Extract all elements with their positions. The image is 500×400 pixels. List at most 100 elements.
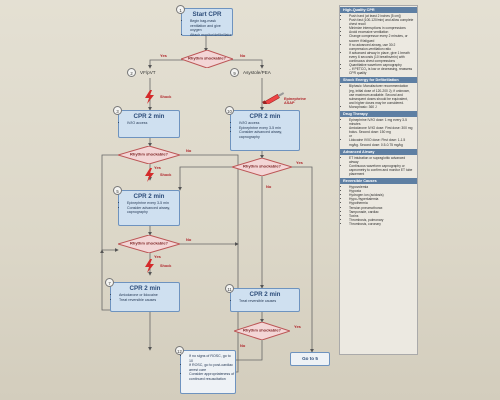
cpr-box-10: CPR 2 min IV/IO access Epinephrine every…: [230, 110, 300, 151]
panel-line: Monophasic: 360 J: [349, 105, 414, 109]
rhythm-check-label: Rhythm shockable?: [129, 240, 168, 246]
no-label: No: [186, 148, 192, 153]
epinephrine-asap-label: Epinephrine ASAP: [284, 97, 306, 106]
rhythm-check-label: Rhythm shockable?: [187, 55, 226, 61]
shock-bolt-icon: [145, 90, 154, 104]
step-number: 12: [175, 346, 184, 355]
panel-body-cpr: Push hard (at least 2 inches [5 cm]) Pus…: [340, 13, 417, 76]
step-number: 3: [113, 106, 122, 115]
cpr-box-item: Treat reversible causes: [239, 299, 299, 304]
shock-label: Shock: [160, 95, 172, 99]
panel-line: Epinephrine IV/IO dose: 1 mg every 3-5 m…: [349, 118, 414, 126]
panel-line: Hypo-/hyperkalemia: [349, 197, 414, 201]
rhythm-check-label: Rhythm shockable?: [129, 151, 168, 157]
panel-line: or: [349, 134, 352, 139]
no-label: No: [186, 237, 192, 242]
panel-body-drugs: Epinephrine IV/IO dose: 1 mg every 3-5 m…: [340, 117, 417, 148]
yes-label: Yes: [294, 324, 301, 329]
shock-label: Shock: [160, 173, 172, 177]
start-cpr-title: Start CPR: [192, 11, 222, 18]
panel-body-shock: Biphasic: Manufacturer recommendation (e…: [340, 83, 417, 110]
panel-body-causes: Hypovolemia Hypoxia Hydrogen ion (acidos…: [340, 184, 417, 227]
rhythm-check-label: Rhythm shockable?: [242, 163, 281, 169]
panel-header-airway: Advanced Airway: [340, 148, 417, 155]
cpr-box-7: CPR 2 min Amiodarone or lidocaine Treat …: [110, 282, 180, 312]
panel-line: Avoid excessive ventilation: [349, 30, 414, 34]
cpr-box-item: Consider advanced airway, capnography: [239, 130, 299, 139]
yes-label: Yes: [154, 254, 161, 259]
cpr-box-11: CPR 2 min Treat reversible causes: [230, 288, 300, 312]
panel-line: Thrombosis, coronary: [349, 222, 414, 226]
step-number: 9: [230, 68, 239, 77]
panel-line: If advanced airway in place, give 1 brea…: [349, 51, 414, 63]
panel-line: Amiodarone IV/IO dose: First dose: 300 m…: [349, 126, 414, 134]
panel-line: – If PETCO₂ is low or decreasing, reasse…: [349, 67, 414, 75]
cpr-box-5: CPR 2 min Epinephrine every 3-5 min Cons…: [118, 190, 180, 226]
panel-line: Biphasic: Manufacturer recommendation (e…: [349, 84, 414, 104]
shock-bolt-icon: [145, 168, 154, 182]
panel-line: Tension pneumothorax: [349, 206, 414, 210]
rosc-item: If ROSC, go to post-cardiac arrest care: [189, 363, 235, 372]
cpr-box-item: Amiodarone or lidocaine: [119, 293, 179, 298]
panel-line: Continuous waveform capnography or capno…: [349, 164, 414, 176]
rhythm-check-diamond: Rhythm shockable?: [181, 50, 233, 68]
go-to-5-label: Go to 5: [302, 356, 318, 361]
start-cpr-box: Start CPR Begin bag-mask ventilation and…: [181, 8, 233, 38]
rosc-item: If no signs of ROSC, go to 10: [189, 354, 235, 363]
cpr-box-item: Treat reversible causes: [119, 298, 179, 303]
panel-line: Lidocaine IV/IO dose: First dose: 1-1.5 …: [349, 138, 414, 146]
vf-pvt-label: VF/pVT: [140, 70, 156, 75]
cpr-box-item: IV/IO access: [127, 121, 179, 126]
yes-label: Yes: [160, 53, 167, 58]
cpr-box-title: CPR 2 min: [249, 291, 281, 298]
start-cpr-item: Attach monitor/defibrillator: [190, 33, 232, 38]
cpr-box-item: Epinephrine every 3-5 min: [239, 126, 299, 131]
yes-label: Yes: [154, 165, 161, 170]
cpr-box-title: CPR 2 min: [249, 113, 281, 120]
asystole-pea-label: Asystole/PEA: [243, 70, 271, 75]
reference-panel: High-Quality CPR Push hard (at least 2 i…: [339, 5, 418, 355]
panel-line: Hypothermia: [349, 201, 414, 205]
panel-line: Minimize interruptions in compressions: [349, 26, 414, 30]
syringe-icon: [262, 92, 285, 104]
step-number: 5: [113, 186, 122, 195]
panel-header-drugs: Drug Therapy: [340, 110, 417, 117]
panel-line: Hypoxia: [349, 189, 414, 193]
rhythm-check-label: Rhythm shockable?: [242, 327, 281, 333]
step-number: 11: [225, 284, 234, 293]
yes-label: Yes: [296, 160, 303, 165]
panel-line: Tamponade, cardiac: [349, 210, 414, 214]
cpr-box-3: CPR 2 min IV/IO access: [118, 110, 180, 138]
rhythm-check-diamond: Rhythm shockable?: [118, 235, 180, 253]
cpr-box-title: CPR 2 min: [129, 285, 161, 292]
panel-line: Push fast (100-120/min) and allow comple…: [349, 18, 414, 26]
cpr-box-title: CPR 2 min: [133, 193, 165, 200]
panel-header-shock: Shock Energy for Defibrillation: [340, 77, 417, 84]
shock-bolt-icon: [145, 259, 154, 273]
panel-header-causes: Reversible Causes: [340, 178, 417, 185]
panel-line: Change compressor every 2 minutes, or so…: [349, 34, 414, 42]
rhythm-check-diamond: Rhythm shockable?: [118, 146, 180, 164]
rhythm-check-diamond: Rhythm shockable?: [234, 322, 290, 340]
no-label: No: [240, 343, 246, 348]
panel-line: Hypovolemia: [349, 185, 414, 189]
no-label: No: [240, 53, 246, 58]
panel-body-airway: ET intubation or supraglottic advanced a…: [340, 155, 417, 177]
step-number: 1: [176, 5, 185, 14]
rosc-item: Consider appropriateness of continued re…: [189, 372, 235, 381]
rosc-box-12: If no signs of ROSC, go to 10 If ROSC, g…: [180, 350, 236, 394]
cpr-box-item: Consider advanced airway, capnography: [127, 206, 179, 215]
panel-header-cpr: High-Quality CPR: [340, 7, 417, 13]
go-to-5-box: Go to 5: [290, 352, 330, 366]
panel-line: ET intubation or supraglottic advanced a…: [349, 156, 414, 164]
cpr-box-item: IV/IO access: [239, 121, 299, 126]
step-number: 7: [105, 278, 114, 287]
shock-label: Shock: [160, 264, 172, 268]
panel-line: Hydrogen ion (acidosis): [349, 193, 414, 197]
rhythm-check-diamond: Rhythm shockable?: [232, 158, 292, 176]
panel-line: Toxins: [349, 214, 414, 218]
panel-line: Push hard (at least 2 inches [5 cm]): [349, 14, 414, 18]
start-cpr-item: Begin bag-mask ventilation and give oxyg…: [190, 19, 232, 33]
step-number: 2: [127, 68, 136, 77]
